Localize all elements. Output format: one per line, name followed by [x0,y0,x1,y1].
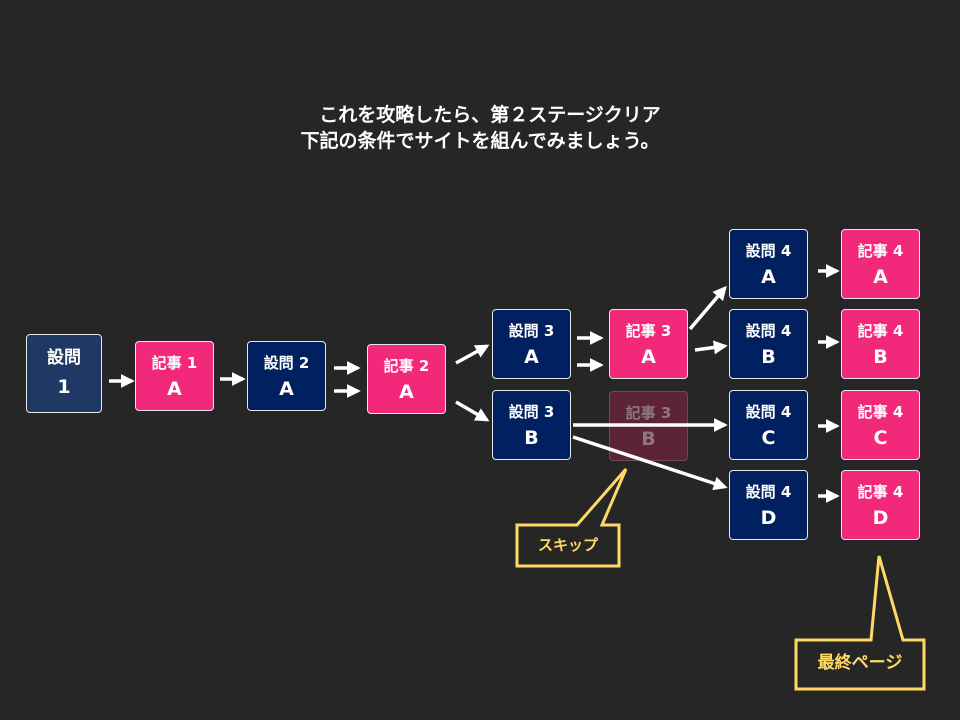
node-article-4a: 記事 4 A [841,229,920,299]
node-value: A [873,266,888,288]
callout-skip-label: スキップ [537,536,598,554]
node-article-2a: 記事 2 A [367,344,446,414]
node-label: 設問 [47,348,81,368]
node-article-1a: 記事 1 A [135,341,214,411]
callout-final-label: 最終ページ [817,653,903,673]
node-value: 1 [57,376,71,398]
node-label: 記事 3 [625,404,672,422]
node-value: A [761,266,776,288]
node-article-4d: 記事 4 D [841,470,920,540]
node-value: B [524,427,539,449]
arrow-a2-to-q3b [455,400,490,422]
node-article-3a: 記事 3 A [609,309,688,379]
node-label: 記事 4 [857,242,904,260]
node-label: 記事 4 [857,403,904,421]
node-question-2a: 設問 2 A [247,341,326,411]
node-question-4a: 設問 4 A [729,229,808,299]
node-article-3b-skipped: 記事 3 B [609,391,688,461]
arrow-a3a-to-q4a [688,285,727,331]
node-article-4c: 記事 4 C [841,390,920,460]
node-value: C [761,427,776,449]
arrow-a3a-to-q4b [694,340,728,355]
node-value: A [641,346,656,368]
node-article-4b: 記事 4 B [841,309,920,379]
node-label: 記事 2 [383,357,430,375]
node-value: C [873,427,888,449]
node-value: B [873,346,888,368]
arrow-a2-to-q3a [455,344,490,365]
node-label: 設問 3 [508,322,555,340]
node-question-3a: 設問 3 A [492,309,571,379]
node-label: 設問 4 [745,483,792,501]
node-label: 設問 4 [745,242,792,260]
node-label: 設問 2 [263,354,310,372]
node-value: A [399,381,414,403]
node-label: 設問 4 [745,403,792,421]
node-value: B [761,346,776,368]
node-question-3b: 設問 3 B [492,390,571,460]
node-question-4b: 設問 4 B [729,309,808,379]
node-label: 記事 4 [857,322,904,340]
node-question-4d: 設問 4 D [729,470,808,540]
heading-line-1: これを攻略したら、第２ステージクリア [319,104,661,126]
node-label: 設問 4 [745,322,792,340]
node-value: D [872,507,889,529]
node-label: 記事 3 [625,322,672,340]
node-value: B [641,428,656,450]
node-label: 記事 4 [857,483,904,501]
node-label: 設問 3 [508,403,555,421]
node-question-1: 設問 1 [26,334,102,413]
node-value: A [524,346,539,368]
node-value: A [279,378,294,400]
node-label: 記事 1 [151,354,198,372]
heading-line-2: 下記の条件でサイトを組んでみましょう。 [300,130,660,152]
node-question-4c: 設問 4 C [729,390,808,460]
node-value: A [167,378,182,400]
node-value: D [760,507,777,529]
